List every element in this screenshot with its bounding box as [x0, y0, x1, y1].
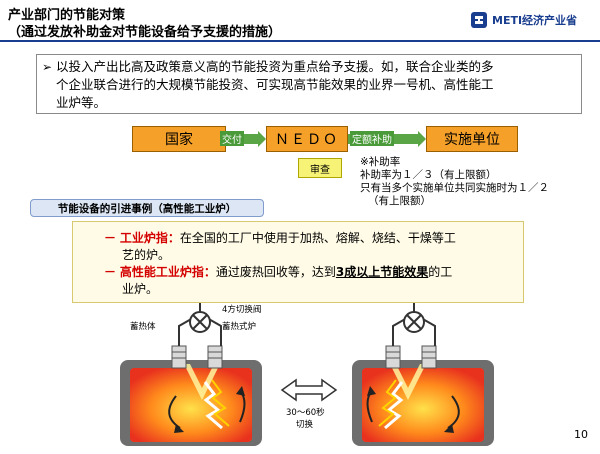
furnace-diagram-svg: [120, 302, 494, 446]
furnace-left: [120, 302, 262, 446]
arrow-label-grant: 交付: [220, 131, 244, 146]
example-heading: 节能设备的引进事例（高性能工业炉）: [30, 199, 264, 217]
label-four-way-valve: 4方切换阀: [222, 305, 262, 315]
flow-box-nedo: ＮＥＤＯ: [266, 126, 348, 152]
switch-double-arrow: [280, 378, 338, 402]
note-rate-3: （有上限额）: [368, 195, 431, 207]
note-rate-2: 只有当多个实施单位共同实施时为１／２: [360, 182, 549, 194]
logo-text: METI经济产业省: [492, 14, 578, 27]
definition-item-high-perf-cont: 业炉。: [122, 282, 159, 296]
label-switch-time: 30～60秒: [286, 408, 325, 418]
dash-marker: －: [104, 265, 117, 279]
header-divider: [0, 40, 600, 42]
furnace-diagram: [0, 302, 600, 450]
definition-callout: [72, 221, 524, 303]
summary-line: 业炉等。: [56, 95, 107, 110]
term-text: 在全国的工厂中使用于加热、熔解、烧结、干燥等工: [179, 231, 456, 245]
summary-box: [36, 54, 582, 114]
definition-item-furnace: － 工业炉指：在全国的工厂中使用于加热、熔解、烧结、干燥等工: [104, 230, 516, 247]
flow-box-country: 国家: [132, 126, 226, 152]
term-label: 工业炉指：: [119, 231, 180, 245]
note-rate-title: ※补助率: [360, 156, 401, 168]
page-title: 产业部门的节能对策: [8, 8, 126, 23]
furnace-right: [352, 302, 494, 446]
summary-text: 以投入产出比高及政策意义高的节能投资为重点给予支援。如，联合企业类的多 个企业联…: [56, 58, 576, 112]
page-subtitle: （通过发放补助金对节能设备给予支援的措施）: [8, 25, 282, 40]
label-regenerator: 蓄热体: [130, 322, 156, 332]
definition-item-high-perf: － 高性能工业炉指：通过废热回收等，达到3成以上节能效果的工: [104, 264, 516, 281]
label-regen-burner: 蓄热式炉: [222, 322, 257, 332]
flow-box-implementer: 实施单位: [426, 126, 518, 152]
term-label: 高性能工业炉指：: [119, 265, 216, 279]
term-text: 通过废热回收等，达到: [215, 265, 336, 279]
definition-list: － 工业炉指：在全国的工厂中使用于加热、熔解、烧结、干燥等工 艺的炉。 － 高性…: [104, 230, 516, 298]
dash-marker: －: [104, 231, 117, 245]
bullet-arrow-icon: ➢: [42, 60, 53, 74]
summary-line: 个企业联合进行的大规模节能投资、可实现高节能效果的业界一号机、高性能工: [56, 77, 494, 92]
page-number: 10: [574, 428, 588, 441]
meti-logo: METI经济产业省: [470, 10, 590, 30]
arrow-label-subsidy: 定额补助: [350, 131, 394, 146]
review-badge: 审查: [298, 158, 342, 178]
summary-line: 以投入产出比高及政策意义高的节能投资为重点给予支援。如，联合企业类的多: [56, 59, 494, 74]
note-rate-1: 补助率为１／３（有上限额）: [360, 169, 497, 181]
label-switch: 切换: [296, 420, 314, 430]
definition-item-furnace-cont: 艺的炉。: [122, 248, 171, 262]
term-text: 的工: [428, 265, 453, 279]
meti-logo-icon: [471, 12, 487, 28]
term-highlight: 3成以上节能效果: [335, 265, 429, 279]
